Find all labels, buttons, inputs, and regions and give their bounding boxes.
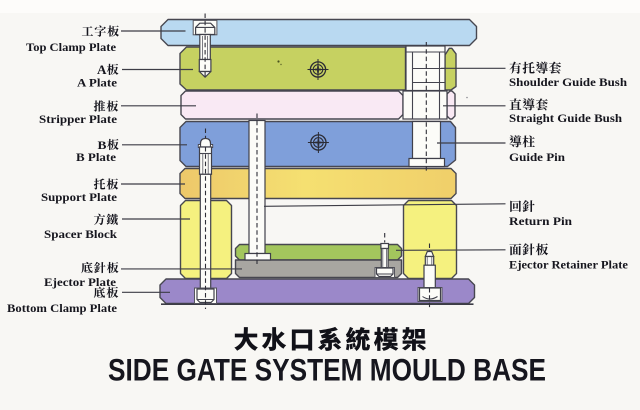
- svg-text:Shoulder Guide Bush: Shoulder Guide Bush: [509, 75, 627, 89]
- svg-text:Return Pin: Return Pin: [509, 214, 572, 228]
- svg-text:Stripper Plate: Stripper Plate: [39, 112, 118, 126]
- svg-text:Bottom Clamp Plate: Bottom Clamp Plate: [7, 301, 118, 315]
- svg-text:B Plate: B Plate: [76, 150, 117, 164]
- svg-text:Support Plate: Support Plate: [41, 190, 118, 204]
- svg-text:A Plate: A Plate: [77, 76, 118, 90]
- svg-text:B: B: [98, 138, 107, 152]
- svg-text:Ejector Plate: Ejector Plate: [44, 275, 117, 289]
- svg-text:A: A: [97, 62, 107, 77]
- svg-text:SIDE GATE SYSTEM MOULD BASE: SIDE GATE SYSTEM MOULD BASE: [108, 351, 546, 387]
- svg-text:Top Clamp Plate: Top Clamp Plate: [26, 40, 117, 54]
- svg-text:Guide Pin: Guide Pin: [509, 150, 565, 164]
- svg-text:Ejector Retainer Plate: Ejector Retainer Plate: [509, 258, 629, 272]
- svg-text:Spacer Block: Spacer Block: [44, 227, 117, 241]
- svg-text:Straight Guide Bush: Straight Guide Bush: [509, 111, 622, 125]
